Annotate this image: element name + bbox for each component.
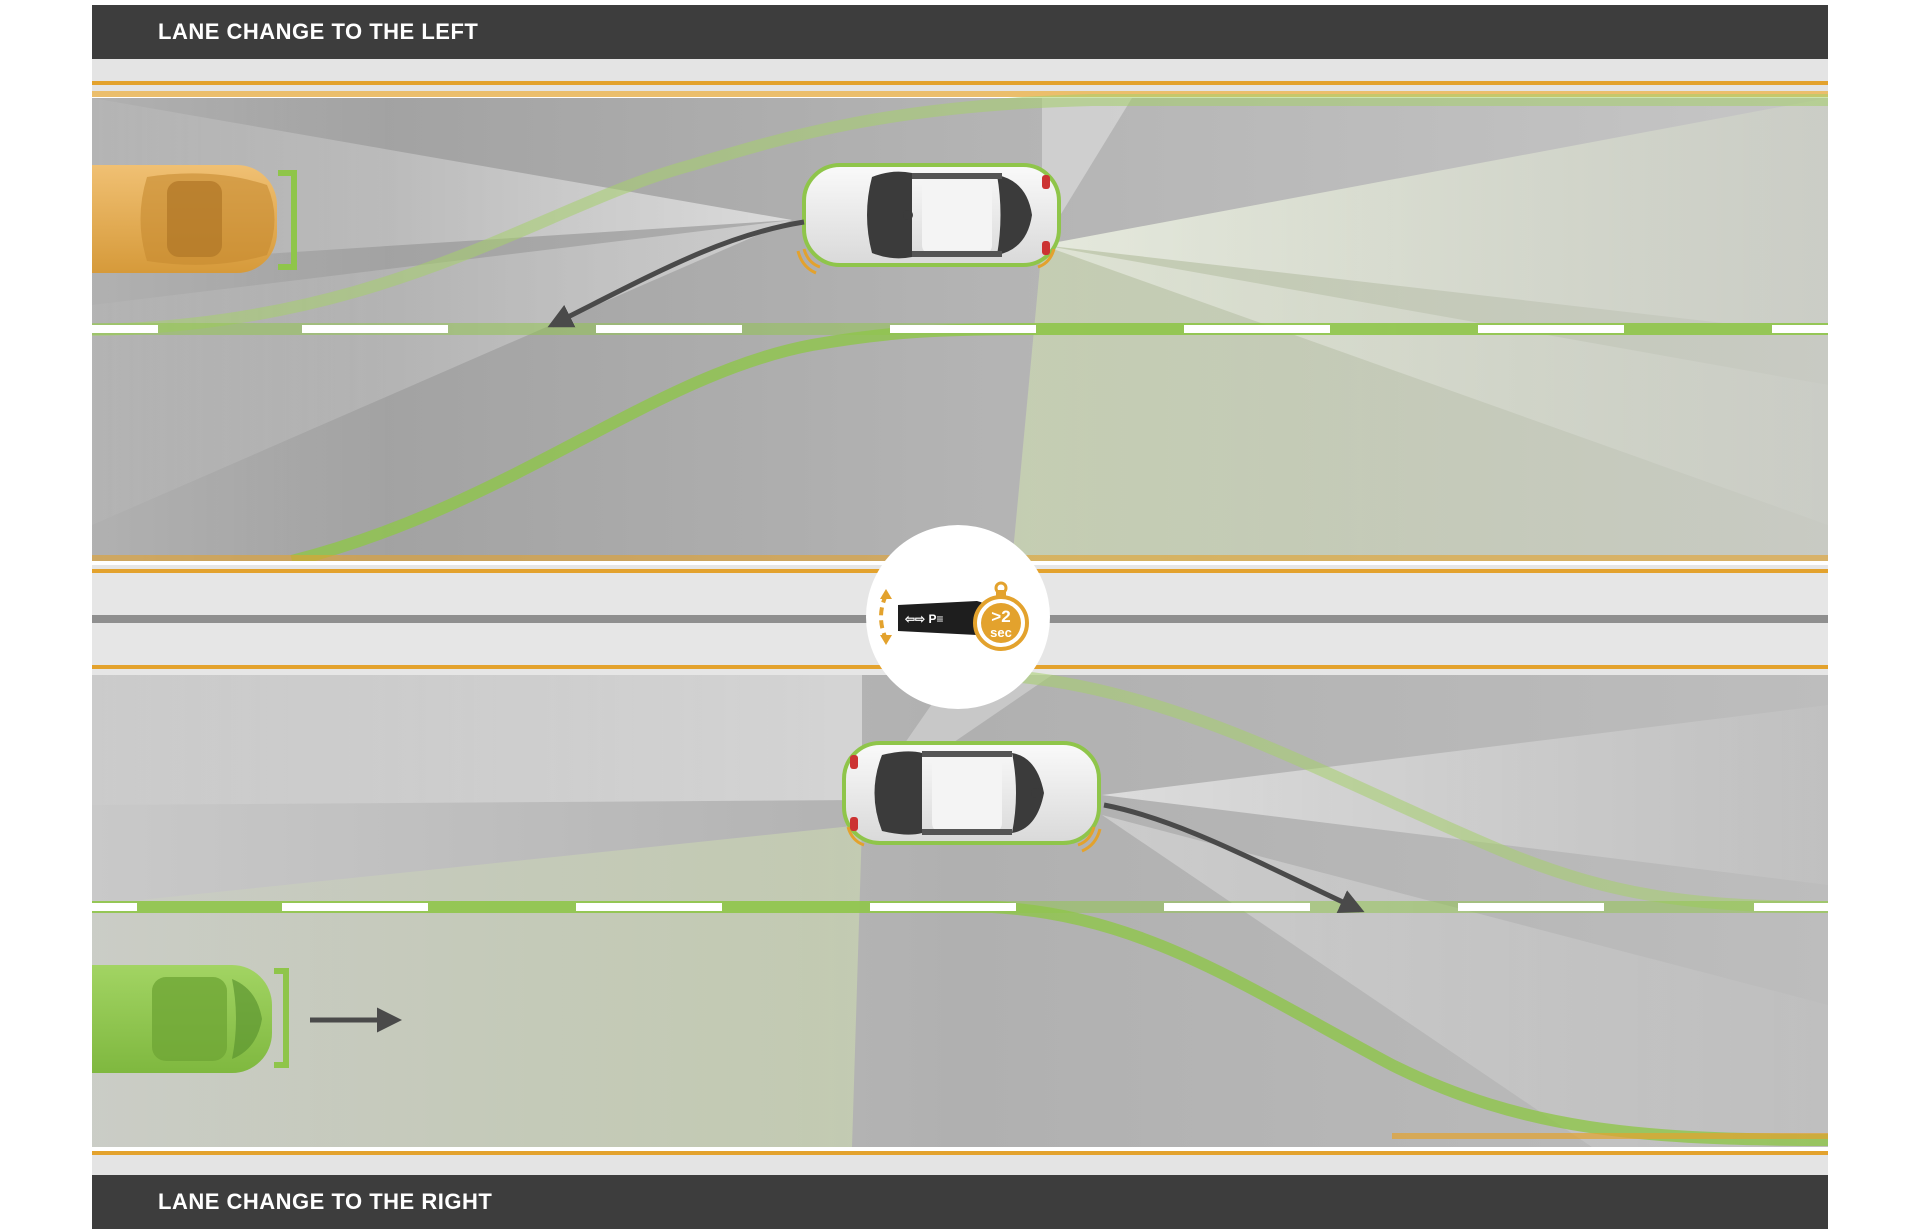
title-bar-bottom: LANE CHANGE TO THE RIGHT [92, 1175, 1828, 1229]
direction-arrow-right [1103, 802, 1365, 914]
stopwatch-unit: sec [990, 625, 1012, 640]
radar-beam-bottom-3 [1102, 815, 1828, 1147]
lane-dashes-top [92, 323, 1828, 335]
ego-car-bottom [842, 741, 1102, 853]
radar-beam-top-2 [1042, 245, 1828, 525]
ego-car-top [796, 163, 1061, 275]
radar-beam-bottom-1 [92, 675, 862, 805]
stopwatch-face [981, 603, 1021, 643]
title-lane-change-left: LANE CHANGE TO THE LEFT [158, 19, 479, 44]
stalk-label: ⇦⇨ P≡ [904, 612, 943, 626]
turn-signal-indicator: ⇦⇨ P≡ >2 sec [866, 525, 1050, 709]
edge-line-bottom-fade [1392, 1133, 1828, 1139]
radar-beam-top-1 [1042, 98, 1828, 335]
stopwatch-duration: >2 [991, 607, 1010, 626]
diagram-frame: LANE CHANGE TO THE LEFT [92, 5, 1828, 1229]
title-lane-change-right: LANE CHANGE TO THE RIGHT [158, 1189, 493, 1214]
edge-line-top-upper-2 [92, 91, 1828, 97]
yellow-car [92, 165, 297, 273]
green-car [92, 965, 289, 1073]
road-scene: ⇦⇨ P≡ >2 sec [92, 59, 1828, 1175]
edge-line-bottom-lower [92, 1151, 1828, 1155]
title-bar-top: LANE CHANGE TO THE LEFT [92, 5, 1828, 59]
radar-beam-bottom-2 [1102, 705, 1828, 885]
lane-dashes-bottom [92, 901, 1828, 913]
trajectory-top-upper [92, 94, 1828, 336]
edge-line-bottom-upper [92, 1147, 1828, 1151]
radar-beam-top-5 [1042, 98, 1132, 245]
edge-line-top-upper [92, 81, 1828, 85]
stalk-down-arrow-icon [880, 635, 892, 645]
turn-stalk-icon [898, 601, 994, 635]
shoulder-top [92, 59, 1828, 91]
stalk-up-arrow-icon [880, 589, 892, 599]
direction-arrow-left [547, 219, 805, 328]
